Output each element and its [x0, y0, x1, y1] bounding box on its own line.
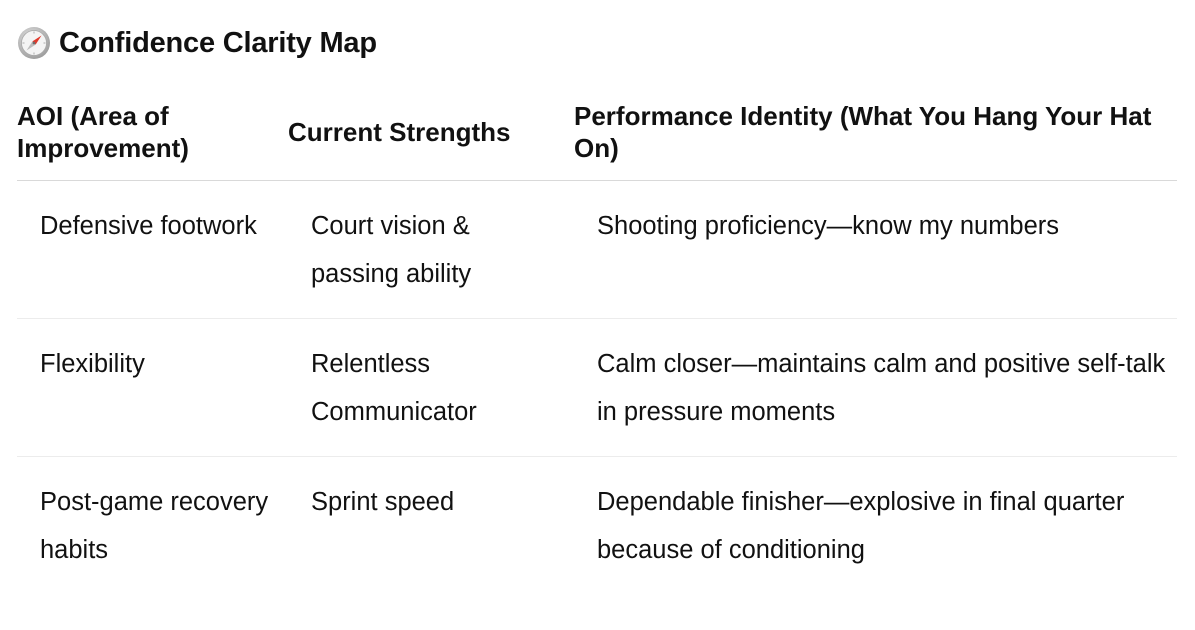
header-aoi-label: AOI (Area of Improvement) [17, 101, 189, 163]
table-header: AOI (Area of Improvement) Current Streng… [17, 100, 1177, 181]
header-identity: Performance Identity (What You Hang Your… [574, 100, 1177, 181]
cell-aoi: Flexibility [17, 318, 288, 457]
table-row: Defensive footwork Court vision & passin… [17, 180, 1177, 319]
cell-strength: Court vision & passing ability [288, 180, 574, 319]
table-row: Flexibility Relentless Communicator Calm… [17, 318, 1177, 457]
table-body: Defensive footwork Court vision & passin… [17, 180, 1177, 595]
cell-aoi: Post-game recovery habits [40, 488, 269, 564]
table-row: Post-game recovery habits Sprint speed D… [17, 457, 1177, 595]
cell-identity: Dependable finisher—explosive in final q… [597, 488, 1125, 564]
cell-identity: Calm closer—maintains calm and positive … [574, 318, 1177, 457]
cell-aoi: Defensive footwork [17, 180, 288, 319]
compass-icon [17, 26, 51, 60]
header-strengths-label: Current Strengths [288, 117, 511, 147]
header-row: AOI (Area of Improvement) Current Streng… [17, 100, 1177, 181]
header-aoi: AOI (Area of Improvement) [17, 100, 288, 181]
page-title: Confidence Clarity Map [59, 26, 377, 59]
cell-strength: Sprint speed [311, 488, 455, 516]
title-row: Confidence Clarity Map [17, 24, 1177, 62]
cell-strength: Relentless Communicator [288, 318, 574, 457]
header-strengths: Current Strengths [288, 100, 574, 181]
document: Confidence Clarity Map AOI (Area of Impr… [17, 24, 1177, 594]
cell-identity: Shooting proficiency—know my numbers [574, 180, 1177, 319]
header-identity-label: Performance Identity (What You Hang Your… [574, 101, 1152, 163]
confidence-table: AOI (Area of Improvement) Current Streng… [17, 100, 1177, 594]
